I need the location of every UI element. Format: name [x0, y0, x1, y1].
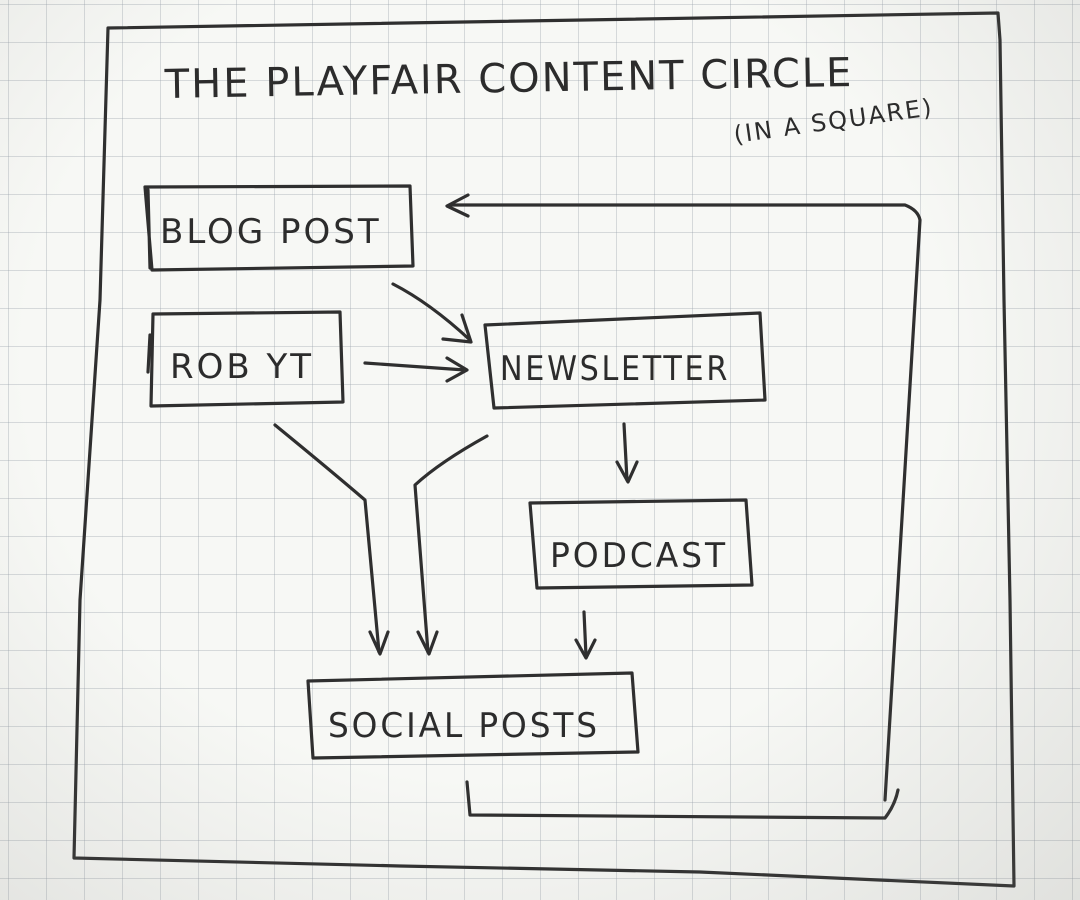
node-social-posts: SOCIAL POSTS	[306, 671, 640, 760]
podcast-label: PODCAST	[550, 536, 728, 576]
node-blog-post: BLOG POST	[143, 184, 415, 272]
social-posts-box	[306, 671, 640, 760]
outer-frame	[72, 11, 1016, 888]
node-podcast: PODCAST	[528, 498, 754, 590]
diagram-title: THE PLAYFAIR CONTENT CIRCLE	[163, 50, 853, 108]
arrow-blog-to-newsletter	[391, 282, 473, 344]
arrow-robyt-to-social	[273, 423, 390, 656]
blog-post-label: BLOG POST	[160, 212, 382, 252]
rob-yt-label: ROB YT	[170, 347, 314, 387]
arrow-podcast-to-social	[574, 610, 597, 660]
node-newsletter: NEWSLETTER	[483, 311, 767, 410]
newsletter-box	[483, 311, 767, 410]
arrow-newsletter-to-podcast	[615, 422, 639, 484]
arrow-social-loop-to-blog	[445, 193, 922, 820]
newsletter-label: NEWSLETTER	[500, 349, 730, 389]
blog-post-box	[143, 184, 415, 272]
podcast-box	[528, 498, 754, 590]
node-rob-yt: ROB YT	[146, 310, 345, 408]
arrow-robyt-to-newsletter	[363, 356, 469, 383]
social-posts-label: SOCIAL POSTS	[328, 706, 600, 746]
rob-yt-box	[146, 310, 345, 408]
diagram-subtitle: (IN A SQUARE)	[732, 93, 935, 149]
arrow-newsletter-to-social	[413, 434, 489, 656]
